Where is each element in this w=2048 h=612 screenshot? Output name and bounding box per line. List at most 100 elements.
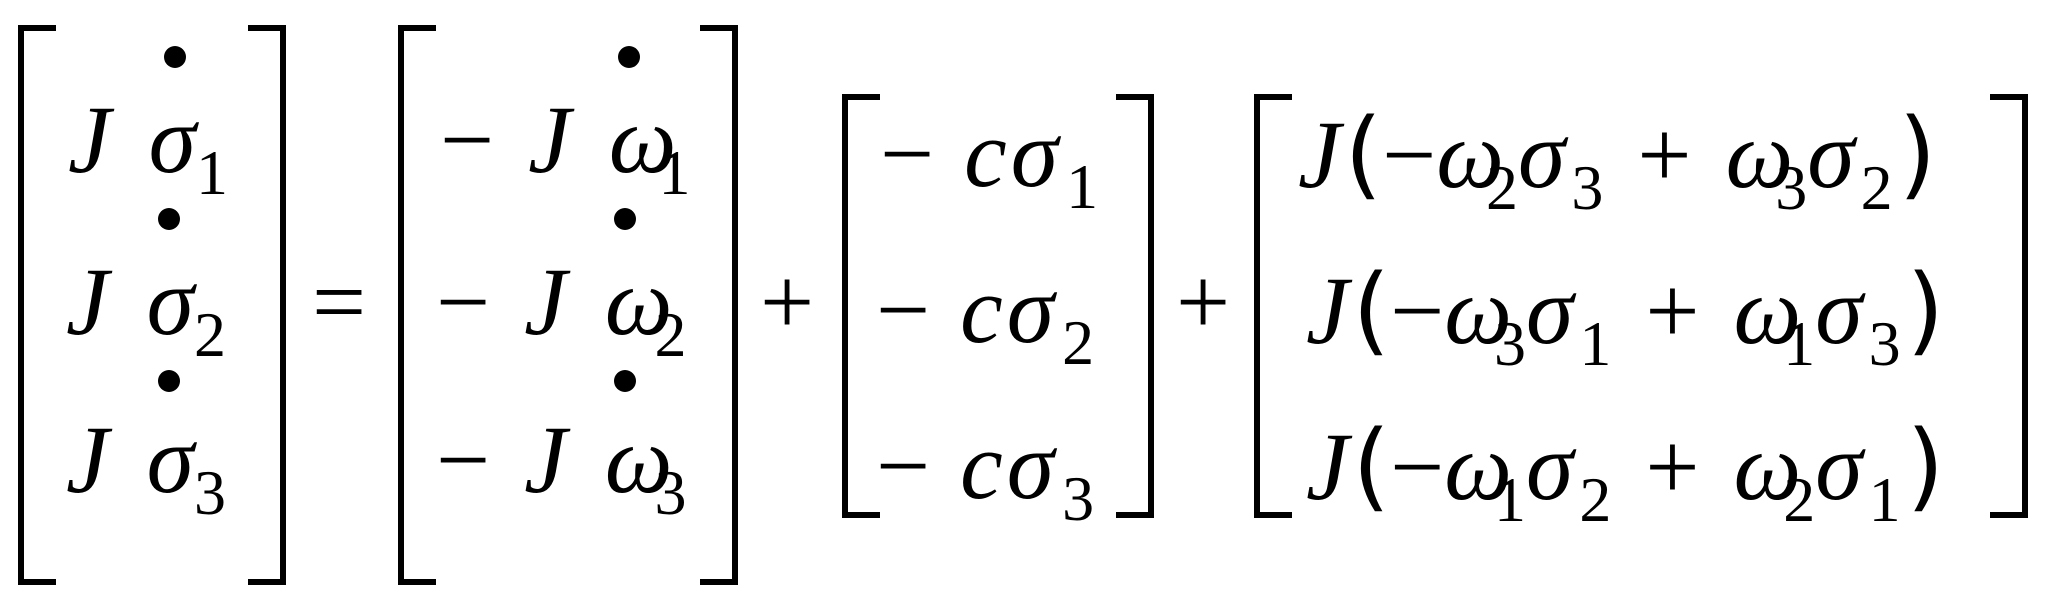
term3-sigma-b: σ bbox=[1815, 257, 1863, 364]
term3-sigma-b-index: 2 bbox=[1860, 152, 1893, 223]
term1-index: 2 bbox=[654, 299, 687, 370]
term2-var: σ bbox=[1010, 100, 1059, 207]
lhs-coef: J bbox=[66, 406, 109, 513]
lhs-index: 2 bbox=[193, 299, 226, 370]
term3-coef: J bbox=[1298, 101, 1341, 208]
term1-var: ω bbox=[608, 86, 677, 193]
lhs-dot-2 bbox=[158, 208, 180, 230]
term2-sign: − bbox=[876, 412, 931, 519]
term3-neg: − bbox=[1390, 413, 1445, 520]
term3-plus: + bbox=[1645, 413, 1700, 520]
term1-row-2: − J ω2 bbox=[436, 254, 687, 371]
term3-omega-b-index: 1 bbox=[1783, 308, 1816, 379]
term3-sigma-b-index: 3 bbox=[1868, 308, 1901, 379]
term3-omega-b-index: 2 bbox=[1783, 464, 1816, 535]
lhs-left-bracket bbox=[18, 25, 56, 585]
plus-sign-1: + bbox=[760, 248, 815, 355]
term1-index: 3 bbox=[654, 457, 687, 528]
term2-sign: − bbox=[880, 100, 935, 207]
term3-omega-a-index: 1 bbox=[1493, 464, 1526, 535]
lhs-var: σ bbox=[146, 248, 194, 355]
term3-omega-b: ω bbox=[1725, 101, 1794, 208]
term1-dot-2 bbox=[614, 208, 636, 230]
term1-var: ω bbox=[604, 406, 673, 513]
term3-omega-a-index: 2 bbox=[1485, 152, 1518, 223]
term1-var: ω bbox=[604, 248, 673, 355]
term3-coef: J bbox=[1306, 413, 1349, 520]
plus-sign-2: + bbox=[1176, 248, 1231, 355]
lhs-dot-1 bbox=[164, 46, 186, 68]
term1-row-3: − J ω3 bbox=[436, 412, 687, 529]
term3-open-paren: ( bbox=[1352, 410, 1391, 522]
term3-plus: + bbox=[1645, 257, 1700, 364]
term3-sigma-a-index: 2 bbox=[1579, 464, 1612, 535]
term3-row-3: J(−ω1σ2 + ω2σ1) bbox=[1306, 418, 1944, 535]
lhs-coef: J bbox=[66, 248, 109, 355]
lhs-var: σ bbox=[146, 406, 194, 513]
term3-sigma-b-index: 1 bbox=[1868, 464, 1901, 535]
lhs-row-1: J σ1 bbox=[68, 92, 228, 209]
term1-coef: J bbox=[524, 406, 567, 513]
term3-row-1: J(−ω2σ3 + ω3σ2) bbox=[1298, 106, 1936, 223]
term3-omega-a: ω bbox=[1444, 257, 1512, 364]
term2-var: σ bbox=[1006, 412, 1055, 519]
term3-sigma-a-index: 1 bbox=[1579, 308, 1612, 379]
term2-right-bracket bbox=[1116, 94, 1154, 518]
term3-sigma-b: σ bbox=[1807, 101, 1855, 208]
term3-row-2: J(−ω3σ1 + ω1σ3) bbox=[1306, 262, 1944, 379]
term3-sigma-a: σ bbox=[1517, 101, 1566, 208]
term1-dot-1 bbox=[618, 46, 640, 68]
term2-left-bracket bbox=[842, 94, 880, 518]
term2-coef: c bbox=[964, 100, 1007, 207]
term3-sigma-a: σ bbox=[1525, 257, 1574, 364]
term3-left-bracket bbox=[1254, 94, 1292, 518]
term1-sign: − bbox=[440, 86, 495, 193]
term3-omega-b: ω bbox=[1733, 257, 1802, 364]
term3-open-paren: ( bbox=[1352, 254, 1391, 366]
term1-left-bracket bbox=[398, 25, 436, 585]
term2-index: 3 bbox=[1062, 463, 1095, 534]
term3-right-bracket bbox=[1990, 94, 2028, 518]
lhs-coef: J bbox=[68, 86, 111, 193]
term3-close-paren: ) bbox=[1906, 410, 1945, 522]
lhs-var: σ bbox=[148, 86, 196, 193]
term3-close-paren: ) bbox=[1906, 254, 1945, 366]
term3-plus: + bbox=[1637, 101, 1692, 208]
term1-coef: J bbox=[524, 248, 567, 355]
term1-sign: − bbox=[436, 406, 491, 513]
term3-omega-b: ω bbox=[1733, 413, 1802, 520]
term3-omega-a-index: 3 bbox=[1493, 308, 1526, 379]
lhs-dot-3 bbox=[158, 370, 180, 392]
lhs-index: 1 bbox=[195, 137, 228, 208]
term2-index: 1 bbox=[1066, 151, 1099, 222]
term3-close-paren: ) bbox=[1898, 98, 1937, 210]
term1-dot-3 bbox=[614, 370, 636, 392]
term3-coef: J bbox=[1306, 257, 1349, 364]
lhs-right-bracket bbox=[248, 25, 286, 585]
term3-sigma-b: σ bbox=[1815, 413, 1863, 520]
term3-omega-a: ω bbox=[1444, 413, 1512, 520]
term3-omega-b-index: 3 bbox=[1775, 152, 1808, 223]
term2-sign: − bbox=[876, 256, 931, 363]
lhs-row-2: J σ2 bbox=[66, 254, 226, 371]
term3-sigma-a-index: 3 bbox=[1571, 152, 1604, 223]
term3-neg: − bbox=[1382, 101, 1437, 208]
term3-neg: − bbox=[1390, 257, 1445, 364]
term2-coef: c bbox=[960, 256, 1003, 363]
term1-sign: − bbox=[436, 248, 491, 355]
term1-row-1: − J ω1 bbox=[440, 92, 691, 209]
term2-var: σ bbox=[1006, 256, 1055, 363]
term3-omega-a: ω bbox=[1436, 101, 1504, 208]
term3-sigma-a: σ bbox=[1525, 413, 1574, 520]
term2-coef: c bbox=[960, 412, 1003, 519]
equals-sign: = bbox=[312, 248, 367, 355]
term2-index: 2 bbox=[1062, 307, 1095, 378]
lhs-row-3: J σ3 bbox=[66, 412, 226, 529]
lhs-index: 3 bbox=[193, 457, 226, 528]
term3-open-paren: ( bbox=[1344, 98, 1383, 210]
term1-coef: J bbox=[528, 86, 571, 193]
